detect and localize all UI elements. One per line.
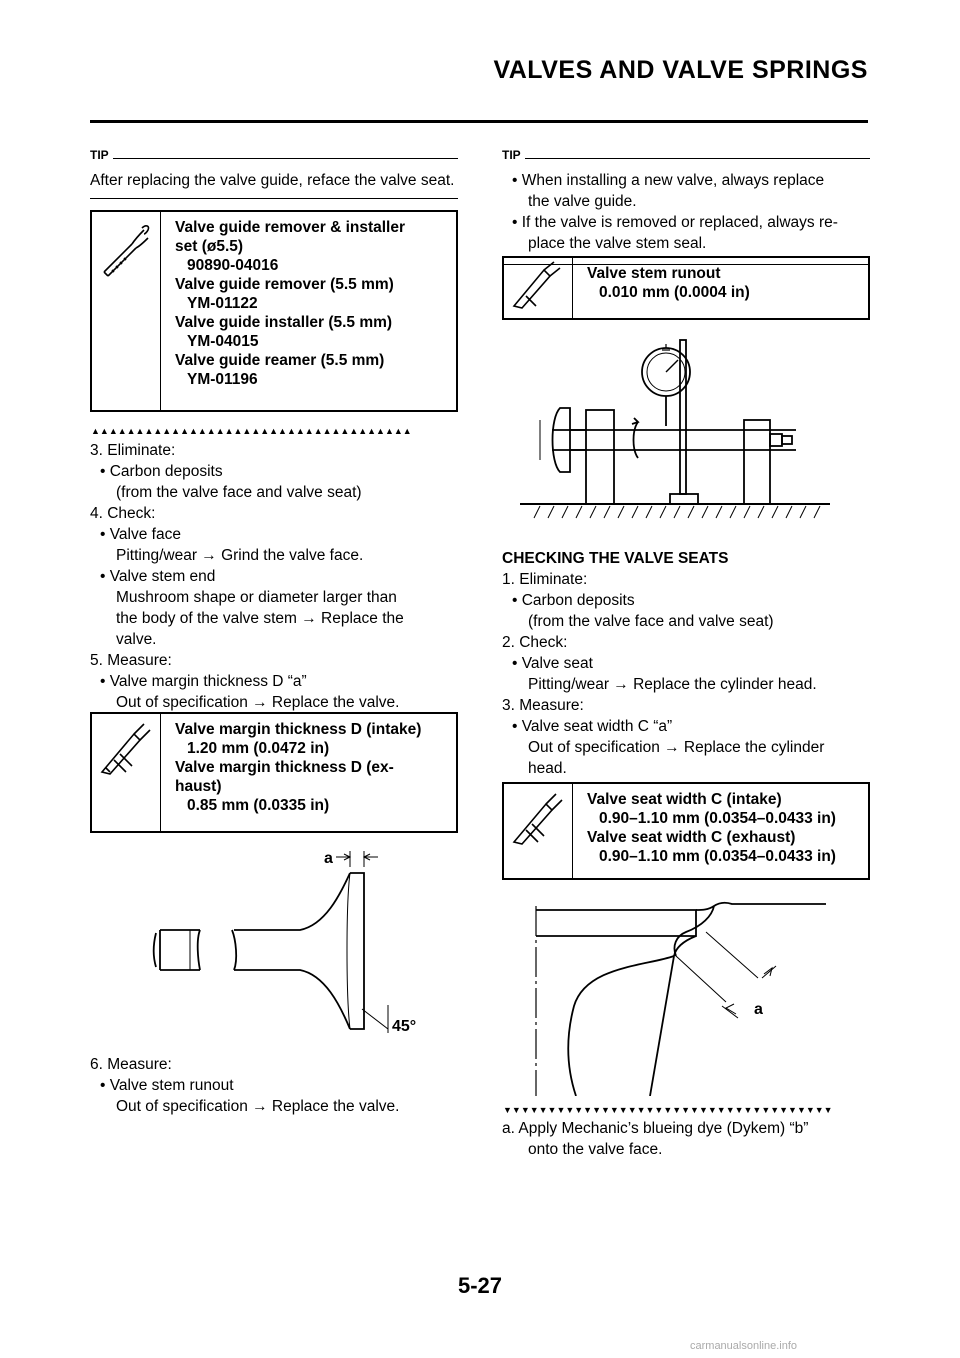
tool-spec-box: Valve guide remover & installer set (ø5.5…	[90, 210, 458, 412]
left-steps: 3. Eliminate: • Carbon deposits (from the …	[90, 440, 458, 713]
right-steps-block: CHECKING THE VALVE SEATS 1. Eliminate: • …	[502, 548, 870, 779]
tool-spec-line: YM-01122	[187, 295, 258, 312]
tip-item: • If the valve is removed or replaced, a…	[512, 214, 838, 231]
caliper-icon	[92, 714, 161, 831]
tip-heading-right: TIP	[502, 148, 870, 162]
seat-spec-line: 0.90–1.10 mm (0.0354–0.0433 in)	[599, 848, 836, 865]
page-title: VALVES AND VALVE SPRINGS	[493, 56, 868, 84]
tip-item: place the valve stem seal.	[528, 235, 707, 252]
fig1-label-a: a	[324, 850, 333, 867]
tip-heading: TIP	[90, 148, 458, 162]
caliper-icon	[504, 258, 573, 318]
seat-spec-line: 0.90–1.10 mm (0.0354–0.0433 in)	[599, 810, 836, 827]
tip-item: • When installing a new valve, always re…	[512, 172, 825, 189]
runout-spec-text: Valve stem runout 0.010 mm (0.0004 in)	[573, 258, 868, 318]
step-line: • Carbon deposits	[100, 463, 223, 480]
step-line: • Valve stem runout	[100, 1077, 234, 1094]
seat-spec-line: Valve seat width C (exhaust)	[587, 829, 796, 846]
step-line: 3. Measure:	[502, 697, 584, 714]
margin-spec-text: Valve margin thickness D (intake) 1.20 mm…	[161, 714, 456, 831]
margin-spec-line: 0.85 mm (0.0335 in)	[187, 797, 330, 814]
runout-spec-line: 0.010 mm (0.0004 in)	[599, 284, 750, 301]
tip-label-right: TIP	[502, 147, 521, 162]
seat-spec-text: Valve seat width C (intake) 0.90–1.10 mm …	[573, 784, 868, 878]
tool-spec-line: YM-04015	[187, 333, 259, 350]
fig2-label-a: a	[754, 1001, 763, 1018]
step-line: Out of specification → Replace the valve…	[116, 1098, 400, 1115]
seat-spec-line: Valve seat width C (intake)	[587, 791, 782, 808]
header-rule	[90, 120, 868, 123]
runout-spec-line: Valve stem runout	[587, 265, 721, 282]
step-line: • Valve stem end	[100, 568, 216, 585]
step-line: • Carbon deposits	[512, 592, 635, 609]
tool-spec-line: Valve guide installer (5.5 mm)	[175, 314, 393, 331]
step-line: Mushroom shape or diameter larger than	[116, 589, 397, 606]
seat-spec-box: Valve seat width C (intake) 0.90–1.10 mm …	[502, 782, 870, 880]
step-line: the body of the valve stem → Replace the	[116, 610, 404, 627]
watermark: carmanualsonline.info	[690, 1340, 798, 1352]
tool-spec-line: Valve guide remover (5.5 mm)	[175, 276, 394, 293]
tool-spec-text: Valve guide remover & installer set (ø5.5…	[161, 212, 456, 410]
note-a: a. Apply Mechanic’s blueing dye (Dykem) …	[502, 1120, 809, 1137]
section-end-marker-down: ▼▼▼▼▼▼▼▼▼▼▼▼▼▼▼▼▼▼▼▼▼▼▼▼▼▼▼▼▼▼▼▼▼▼▼▼▼	[503, 1105, 833, 1115]
tool-spec-line: set (ø5.5)	[175, 238, 244, 255]
step-line: (from the valve face and valve seat)	[116, 484, 362, 501]
valve-margin-figure: a 45°	[152, 850, 416, 1035]
margin-spec-line: Valve margin thickness D (intake)	[175, 721, 422, 738]
step-line: • Valve seat width C “a”	[512, 718, 673, 735]
section-end-marker-up: ▲▲▲▲▲▲▲▲▲▲▲▲▲▲▲▲▲▲▲▲▲▲▲▲▲▲▲▲▲▲▲▲▲▲▲▲	[91, 426, 412, 436]
step-line: • Valve seat	[512, 655, 593, 672]
tip-text: After replacing the valve guide, reface …	[90, 172, 455, 189]
step-line: head.	[528, 760, 567, 777]
right-tip-items: • When installing a new valve, always re…	[502, 170, 870, 254]
step-line: 4. Check:	[90, 505, 156, 522]
margin-spec-line: Valve margin thickness D (ex-	[175, 759, 394, 776]
step-line: Out of specification → Replace the cylin…	[528, 739, 825, 756]
step-line: 5. Measure:	[90, 652, 172, 669]
figure-note: a. Apply Mechanic’s blueing dye (Dykem) …	[502, 1118, 870, 1160]
right-column: TIP • When installing a new valve, alway…	[502, 148, 870, 265]
step-line: 1. Eliminate:	[502, 571, 588, 588]
tool-spec-line: Valve guide remover & installer	[175, 219, 406, 236]
step-line: Pitting/wear → Grind the valve face.	[116, 547, 364, 564]
special-tool-icon	[92, 212, 161, 410]
caliper-icon	[504, 784, 573, 878]
fig1-angle: 45°	[392, 1018, 416, 1035]
runout-figure	[520, 339, 830, 519]
tool-spec-line: YM-01196	[187, 371, 258, 388]
note-a-cont: onto the valve face.	[528, 1141, 663, 1158]
step-line: (from the valve face and valve seat)	[528, 613, 774, 630]
step-line: valve.	[116, 631, 157, 648]
tip-label: TIP	[90, 147, 109, 162]
margin-spec-line: haust)	[175, 778, 222, 795]
valve-seat-figure: a	[535, 901, 826, 1096]
runout-spec-box: Valve stem runout 0.010 mm (0.0004 in)	[502, 256, 870, 320]
step-line: • Valve face	[100, 526, 181, 543]
step-line: 6. Measure:	[90, 1056, 172, 1073]
tool-spec-line: Valve guide reamer (5.5 mm)	[175, 352, 385, 369]
left-column: TIP After replacing the valve guide, ref…	[90, 148, 458, 199]
page-number: 5-27	[457, 1273, 503, 1298]
margin-spec-box: Valve margin thickness D (intake) 1.20 mm…	[90, 712, 458, 833]
step-line: • Valve margin thickness D “a”	[100, 673, 307, 690]
section-title: CHECKING THE VALVE SEATS	[502, 550, 729, 567]
step-line: Pitting/wear → Replace the cylinder head…	[528, 676, 817, 693]
tool-spec-line: 90890-04016	[187, 257, 279, 274]
margin-spec-line: 1.20 mm (0.0472 in)	[187, 740, 330, 757]
tip-item: the valve guide.	[528, 193, 637, 210]
right-steps: 1. Eliminate: • Carbon deposits (from the …	[502, 569, 870, 779]
step-line: 3. Eliminate:	[90, 442, 176, 459]
step-line: 2. Check:	[502, 634, 568, 651]
step-line: Out of specification → Replace the valve…	[116, 694, 400, 711]
